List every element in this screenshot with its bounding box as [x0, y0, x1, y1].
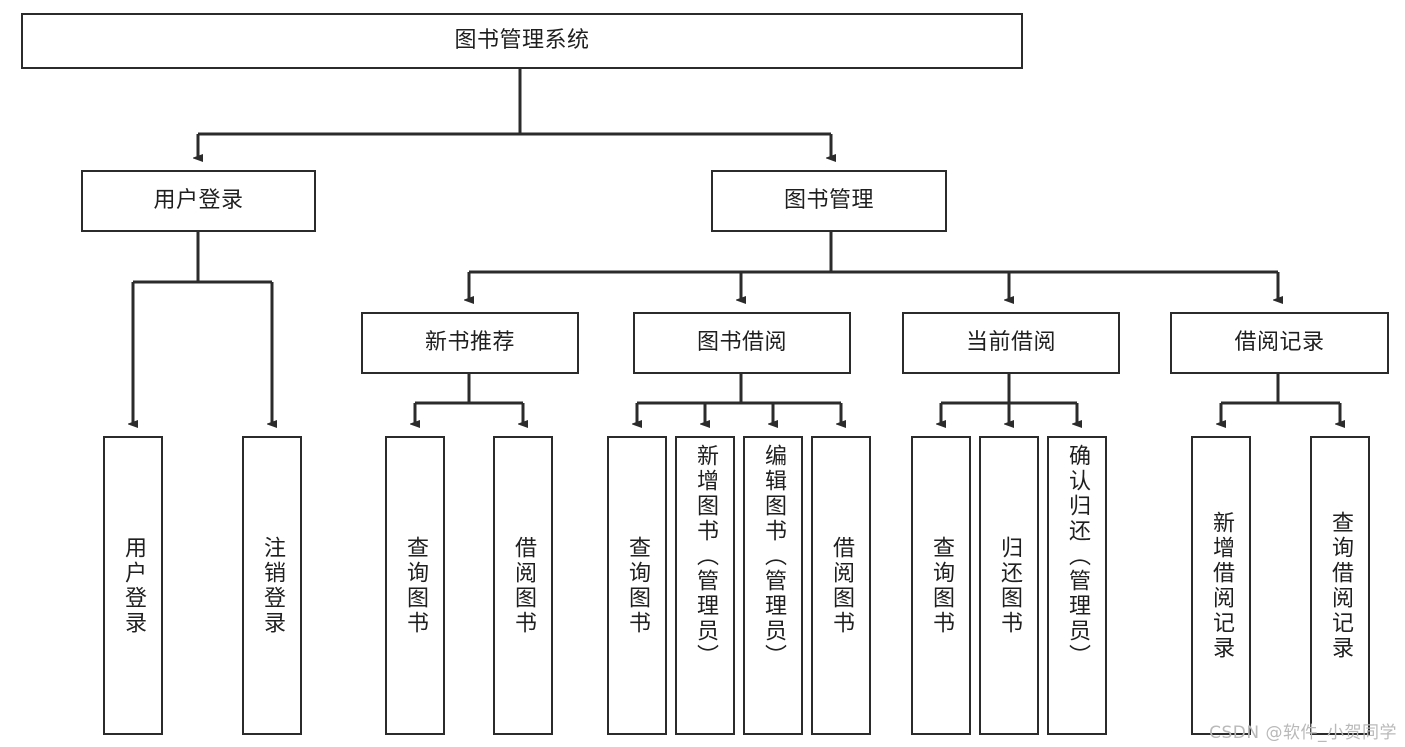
node-label: 注销登录	[260, 535, 285, 636]
node-label: 图书管理系统	[454, 28, 590, 54]
node-label: 新增图书（管理员）	[693, 444, 718, 669]
node-label: 用户登录	[153, 188, 244, 214]
node-current-borrow[interactable]: 当前借阅	[902, 312, 1120, 374]
node-label: 查询图书	[929, 535, 954, 636]
node-book-management-system[interactable]: 图书管理系统	[21, 13, 1023, 69]
node-label: 归还图书	[997, 535, 1022, 636]
node-label: 图书管理	[783, 188, 874, 214]
node-label: 新增借阅记录	[1209, 510, 1234, 661]
leaf-record-query-record[interactable]: 查询借阅记录	[1310, 436, 1370, 735]
leaf-recommend-query-book[interactable]: 查询图书	[385, 436, 445, 735]
node-label: 确认归还（管理员）	[1065, 444, 1090, 669]
node-book-borrow[interactable]: 图书借阅	[633, 312, 851, 374]
leaf-current-confirm-return-admin[interactable]: 确认归还（管理员）	[1047, 436, 1107, 735]
leaf-borrow-edit-book-admin[interactable]: 编辑图书（管理员）	[743, 436, 803, 735]
node-book-management[interactable]: 图书管理	[711, 170, 947, 232]
leaf-record-add-record[interactable]: 新增借阅记录	[1191, 436, 1251, 735]
node-new-book-recommend[interactable]: 新书推荐	[361, 312, 579, 374]
watermark-text: CSDN @软件_小贺同学	[1209, 723, 1397, 743]
node-label: 查询图书	[403, 535, 428, 636]
node-label: 图书借阅	[696, 330, 787, 356]
leaf-current-query-book[interactable]: 查询图书	[911, 436, 971, 735]
node-label: 当前借阅	[965, 330, 1056, 356]
node-label: 借阅图书	[511, 535, 536, 636]
leaf-recommend-borrow-book[interactable]: 借阅图书	[493, 436, 553, 735]
node-user-login[interactable]: 用户登录	[81, 170, 316, 232]
leaf-user-login-signout[interactable]: 注销登录	[242, 436, 302, 735]
node-label: 借阅记录	[1234, 330, 1325, 356]
node-label: 查询借阅记录	[1328, 510, 1353, 661]
node-label: 编辑图书（管理员）	[761, 444, 786, 669]
node-label: 新书推荐	[424, 330, 515, 356]
leaf-borrow-query-book[interactable]: 查询图书	[607, 436, 667, 735]
node-label: 用户登录	[121, 535, 146, 636]
leaf-user-login-signin[interactable]: 用户登录	[103, 436, 163, 735]
leaf-borrow-borrow-book[interactable]: 借阅图书	[811, 436, 871, 735]
node-borrow-record[interactable]: 借阅记录	[1170, 312, 1389, 374]
node-label: 查询图书	[625, 535, 650, 636]
node-label: 借阅图书	[829, 535, 854, 636]
leaf-borrow-add-book-admin[interactable]: 新增图书（管理员）	[675, 436, 735, 735]
leaf-current-return-book[interactable]: 归还图书	[979, 436, 1039, 735]
